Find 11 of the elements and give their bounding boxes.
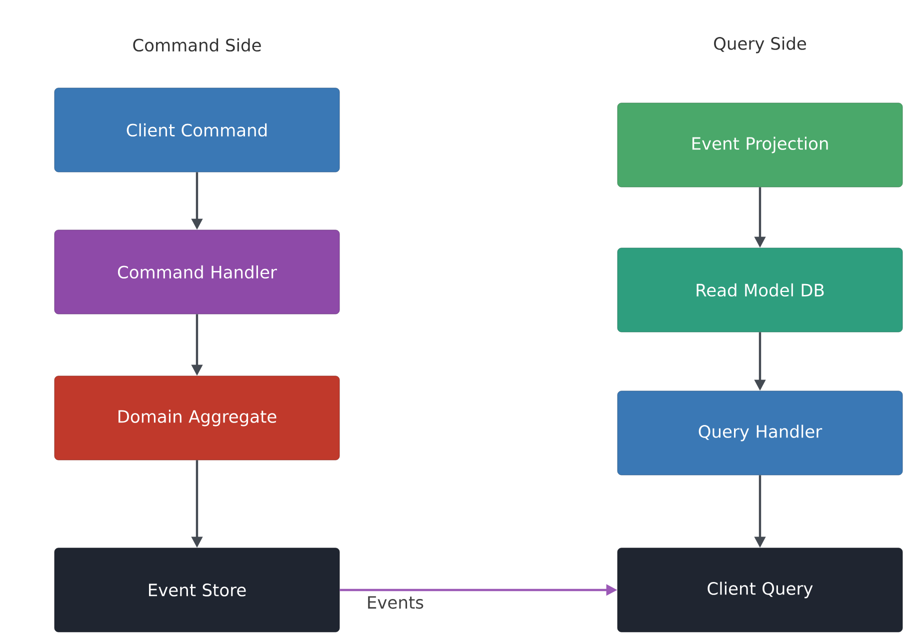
edge-label: Events <box>368 596 424 609</box>
process-box: Client Command <box>54 88 340 172</box>
process-box: Event Store <box>54 548 340 632</box>
process-box: Query Handler <box>617 390 903 476</box>
process-box: Command Handler <box>54 230 340 314</box>
process-box: Event Projection <box>617 102 903 188</box>
process-box: Client Query <box>617 548 903 632</box>
process-box: Domain Aggregate <box>54 376 340 460</box>
column-heading: Query Side <box>714 36 806 54</box>
process-box: Read Model DB <box>617 248 903 332</box>
column-heading: Command Side <box>133 38 261 52</box>
